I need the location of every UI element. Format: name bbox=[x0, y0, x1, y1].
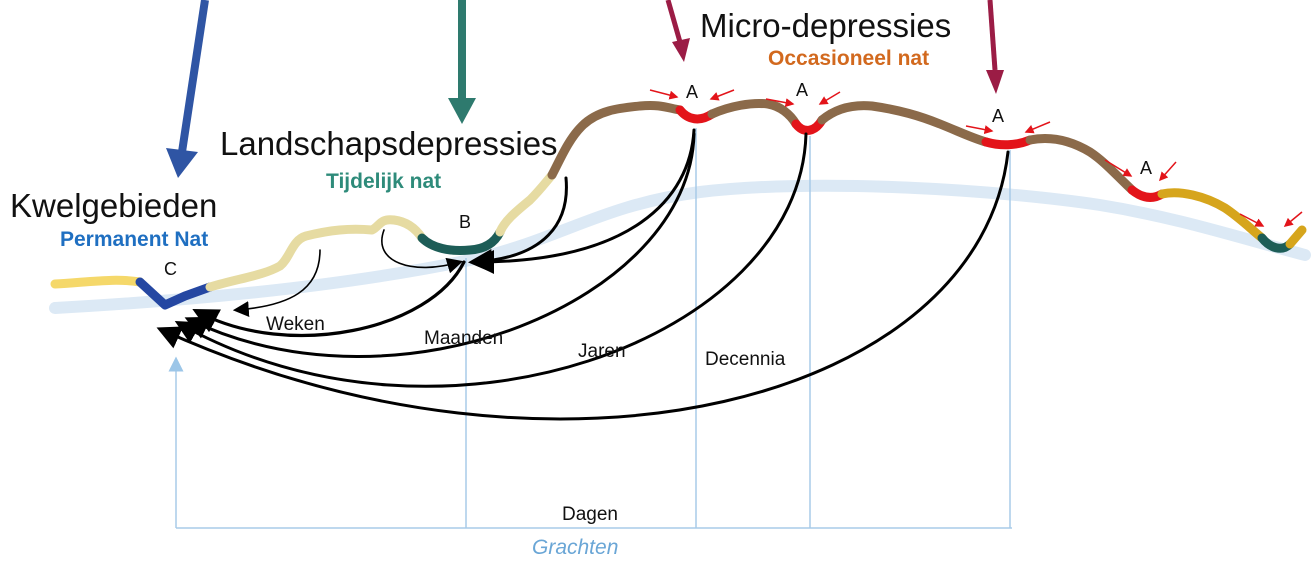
micro-subtitle: Occasioneel nat bbox=[768, 47, 929, 70]
arc-c-from-a2 bbox=[174, 132, 808, 388]
kwel-arrow bbox=[166, 0, 209, 178]
landschap-arrow bbox=[448, 0, 476, 124]
depression-b bbox=[417, 227, 505, 255]
terrain-tan-left bbox=[205, 215, 427, 292]
landschap-title: Landschapsdepressies bbox=[220, 125, 558, 162]
arc-b-thin bbox=[381, 229, 464, 274]
point-b-label: B bbox=[459, 212, 471, 232]
point-a4-label: A bbox=[1140, 158, 1152, 178]
terrain-gold bbox=[1157, 188, 1267, 243]
point-c-label: C bbox=[164, 259, 177, 279]
inflow-arrows bbox=[649, 89, 1303, 227]
micro-arrow-right bbox=[986, 0, 1004, 94]
arc-c-from-b bbox=[192, 260, 466, 338]
terrain-gold-end bbox=[1285, 225, 1307, 249]
kwel-subtitle: Permanent Nat bbox=[60, 228, 208, 251]
duration-jaren: Jaren bbox=[578, 341, 626, 362]
reference-lines bbox=[168, 128, 1012, 529]
groundwater-line bbox=[49, 179, 1311, 314]
kwel-title: Kwelgebieden bbox=[10, 187, 217, 224]
terrain-brown-1 bbox=[547, 101, 685, 180]
arc-c-from-a3 bbox=[156, 150, 1010, 421]
terrain-brown-4 bbox=[1025, 134, 1137, 195]
terrain-profile bbox=[50, 99, 1307, 310]
point-a2-label: A bbox=[796, 80, 808, 100]
arc-c-from-a1 bbox=[184, 132, 696, 358]
terrain-brown-2 bbox=[707, 99, 801, 129]
duration-weken: Weken bbox=[266, 314, 325, 335]
depression-a3 bbox=[981, 135, 1035, 150]
micro-title: Micro-depressies bbox=[700, 7, 951, 44]
depression-a4 bbox=[1127, 185, 1167, 202]
micro-arrow-left bbox=[665, 0, 690, 62]
terrain-tan-mid bbox=[495, 170, 557, 237]
category-arrows bbox=[166, 0, 1004, 178]
point-a3-label: A bbox=[992, 106, 1004, 126]
duration-dagen: Dagen bbox=[562, 504, 618, 525]
arc-weken bbox=[232, 249, 321, 318]
flow-arcs bbox=[156, 128, 1010, 421]
depression-c bbox=[135, 277, 215, 310]
axis-label-grachten: Grachten bbox=[532, 536, 618, 559]
duration-maanden: Maanden bbox=[424, 328, 503, 349]
terrain-brown-3 bbox=[817, 101, 991, 147]
point-a1-label: A bbox=[686, 82, 698, 102]
duration-decennia: Decennia bbox=[705, 349, 786, 370]
arc-b-from-a1 bbox=[470, 128, 696, 274]
landschap-subtitle: Tijdelijk nat bbox=[326, 170, 441, 193]
terrain-yellow-left bbox=[50, 275, 145, 289]
depression-a1 bbox=[675, 105, 717, 124]
arc-b-from-slope bbox=[468, 176, 568, 273]
